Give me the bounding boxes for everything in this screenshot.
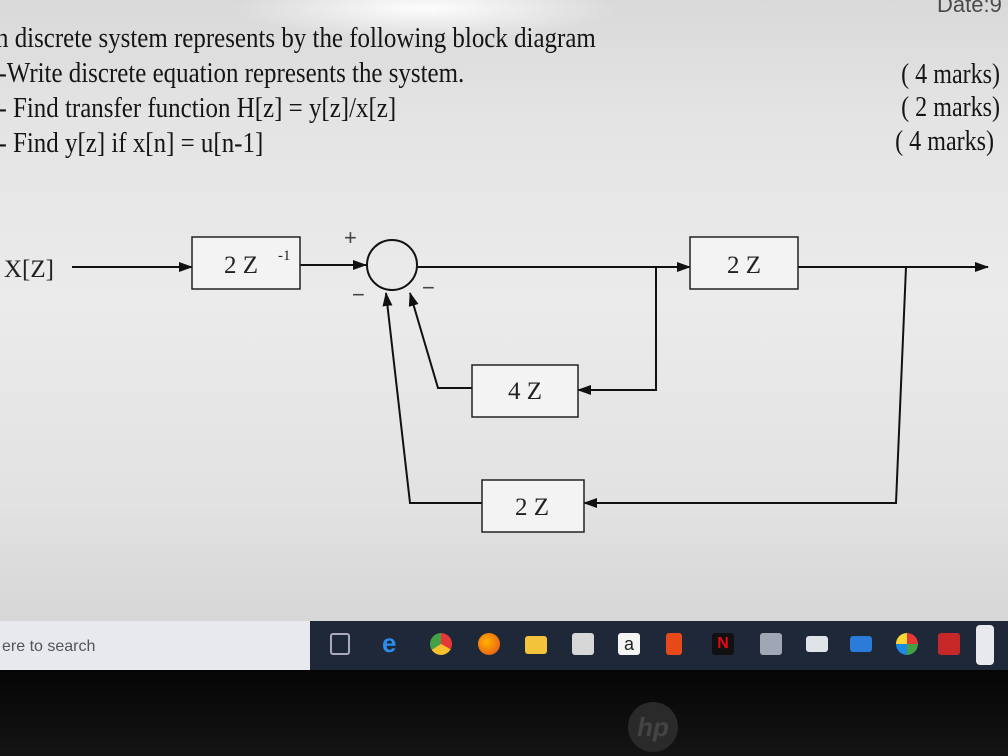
block-2z-inverse [191,236,301,290]
outer-feedback-return [382,292,482,504]
sum-minus-right: − [422,275,435,300]
block-4z-feedback [471,364,579,418]
app-icon[interactable] [760,633,782,655]
search-placeholder: ere to search [2,638,96,655]
block-2z-inverse-label: 2 Z [224,252,258,279]
input-label: X[Z] [4,256,54,283]
question-3-marks: ( 4 marks) [895,126,994,157]
inner-feedback-return [408,292,472,389]
edge-icon[interactable]: e [382,628,397,658]
question-2: 2- Find transfer function H[z] = y[z]/x[… [0,92,397,124]
firefox-icon[interactable] [478,633,500,655]
store-icon[interactable] [572,633,594,655]
outer-feedback-line [583,266,907,508]
block-2z-forward [689,236,799,290]
task-view-icon[interactable] [330,633,350,655]
screen: Date:9 n discrete system represents by t… [0,0,1008,670]
file-explorer-icon[interactable] [525,636,547,654]
search-box[interactable]: ere to search [0,621,310,670]
question-2-marks: ( 2 marks) [901,92,1000,123]
block-2z-feedback-label: 2 Z [515,494,549,521]
summing-junction [366,239,418,291]
date-label: Date:9 [937,0,1002,17]
block-2z-forward-label: 2 Z [727,252,761,279]
mail-icon[interactable] [806,636,828,652]
scroll-up-icon[interactable] [976,625,994,665]
monitor-bezel [0,670,1008,756]
acrobat-icon[interactable] [938,633,960,655]
office-icon[interactable] [666,633,682,655]
sum-plus-sign: + [344,225,357,250]
screen-glare [230,0,620,40]
question-1-marks: ( 4 marks) [901,59,1000,90]
hp-logo: hp [628,702,678,752]
amazon-icon[interactable]: a [618,633,640,655]
question-1: 1-Write discrete equation represents the… [0,57,465,89]
block-2z-inverse-exponent: -1 [278,248,291,264]
sum-minus-left: − [352,282,365,307]
question-3: 3- Find y[z] if x[n] = u[n-1] [0,127,264,159]
block-2z-feedback [481,479,585,533]
block-4z-label: 4 Z [508,378,542,405]
block-diagram: X[Z] 2 Z -1 2 Z 4 Z 2 Z + − − [4,225,989,533]
paint-icon[interactable] [896,633,918,655]
taskbar: ere to search e a N [0,621,1008,670]
netflix-icon[interactable]: N [712,633,734,655]
chrome-icon[interactable] [430,633,452,655]
inner-feedback-line [577,267,657,395]
problem-heading: n discrete system represents by the foll… [0,22,596,54]
window-icon[interactable] [850,636,872,652]
